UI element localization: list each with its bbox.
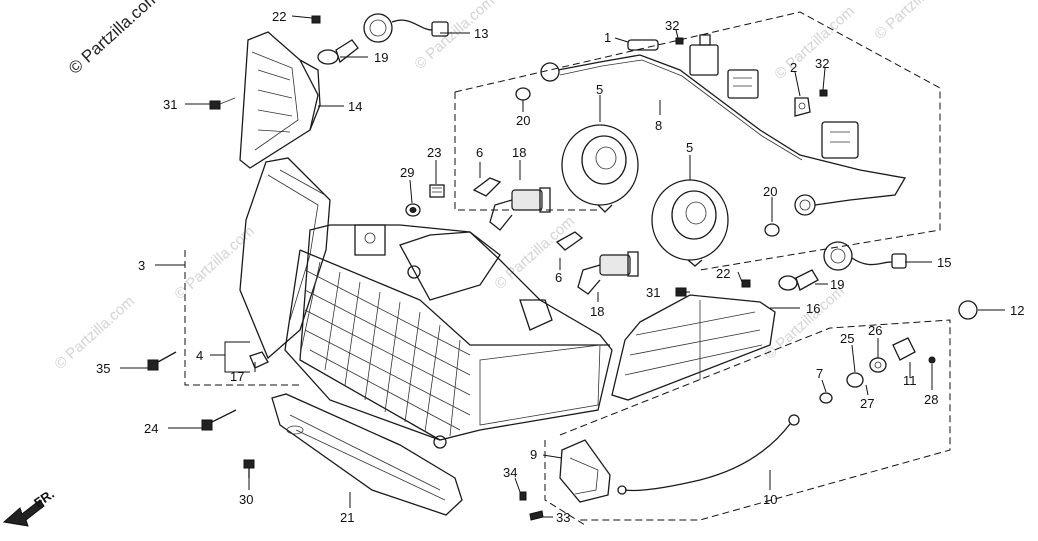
callout-20: 20	[516, 113, 530, 128]
position-bulb	[515, 87, 531, 101]
callout-21: 21	[340, 510, 354, 525]
callout-25: 25	[840, 331, 854, 346]
watermark-text: © Partzilla.com	[871, 0, 957, 43]
copyright-text: © Partzilla.com	[65, 0, 163, 78]
callout-15: 15	[937, 255, 951, 270]
adjuster-hardware	[846, 337, 936, 388]
turn-signal-bulb	[317, 39, 359, 65]
screw-icon	[741, 279, 751, 288]
callout-29: 29	[400, 165, 414, 180]
fuse-strip	[627, 39, 659, 51]
callout-31: 31	[163, 97, 177, 112]
screw-icon	[519, 491, 527, 501]
callout-30: 30	[239, 492, 253, 507]
callout-16: 16	[806, 301, 820, 316]
callout-32: 32	[665, 18, 679, 33]
wire-harness	[540, 34, 907, 216]
callout-19: 19	[830, 277, 844, 292]
harness-clamp	[794, 97, 811, 117]
callout-27: 27	[860, 396, 874, 411]
leader-lines	[120, 15, 1005, 518]
grommet	[405, 203, 421, 217]
headlight-dust-cover	[561, 124, 639, 213]
callout-28: 28	[924, 392, 938, 407]
callout-22: 22	[272, 9, 286, 24]
callout-34: 34	[503, 465, 517, 480]
adjuster-nut	[819, 392, 833, 404]
turn-signal-socket-harness	[823, 241, 907, 271]
bolt-icon	[201, 409, 237, 431]
callout-2: 2	[790, 60, 797, 75]
adjuster-bracket	[559, 439, 611, 503]
callout-1: 1	[604, 30, 611, 45]
front-direction-marker: FR.	[2, 486, 57, 527]
headlight-bulb	[489, 187, 551, 231]
callout-20: 20	[763, 184, 777, 199]
callout-13: 13	[474, 26, 488, 41]
callout-10: 10	[763, 492, 777, 507]
screw-icon	[529, 510, 544, 521]
callout-4: 4	[196, 348, 203, 363]
callout-9: 9	[530, 447, 537, 462]
callout-5: 5	[686, 140, 693, 155]
watermark-text: © Partzilla.com	[51, 293, 137, 373]
adjuster-cable	[617, 414, 800, 495]
bolt-icon	[209, 97, 236, 110]
callout-5: 5	[596, 82, 603, 97]
callout-24: 24	[144, 421, 158, 436]
bolt-icon	[147, 351, 177, 371]
o-ring	[958, 300, 978, 320]
callout-3: 3	[138, 258, 145, 273]
callout-31: 31	[646, 285, 660, 300]
retaining-clip	[555, 231, 584, 251]
screw-icon	[819, 89, 828, 97]
callout-11: 11	[903, 373, 917, 388]
callout-26: 26	[868, 323, 882, 338]
screw-icon	[675, 37, 684, 45]
left-turn-signal-lens	[239, 31, 321, 169]
headlight-housing	[284, 224, 613, 449]
retaining-clip	[472, 177, 502, 197]
watermark-text: © Partzilla.com	[761, 283, 847, 363]
headlight-dust-cover	[651, 179, 729, 267]
callout-6: 6	[476, 145, 483, 160]
callout-23: 23	[427, 145, 441, 160]
right-turn-signal-lens	[611, 294, 776, 401]
retaining-clip	[249, 351, 269, 369]
callout-12: 12	[1010, 303, 1024, 318]
callout-6: 6	[555, 270, 562, 285]
callout-18: 18	[512, 145, 526, 160]
position-bulb	[764, 223, 780, 237]
turn-signal-bulb	[778, 269, 819, 291]
callout-22: 22	[716, 266, 730, 281]
turn-signal-socket-harness	[363, 13, 449, 43]
headlight-lens	[239, 157, 331, 360]
callout-7: 7	[816, 366, 823, 381]
assembly-outline-boxes	[184, 11, 951, 526]
headlight-bulb	[577, 251, 639, 295]
callout-14: 14	[348, 99, 362, 114]
lower-trim-panel	[271, 393, 463, 516]
screw-icon	[311, 15, 321, 24]
callout-17: 17	[230, 369, 244, 384]
callout-labels: 22 19 13 31 14 1 32 2 32 8 20 5 5 6 18 2…	[96, 9, 1024, 525]
callout-19: 19	[374, 50, 388, 65]
callout-32: 32	[815, 56, 829, 71]
callout-33: 33	[556, 510, 570, 525]
callout-8: 8	[655, 118, 662, 133]
callout-35: 35	[96, 361, 110, 376]
callout-18: 18	[590, 304, 604, 319]
bolt-icon	[243, 459, 255, 478]
connector-clip	[429, 184, 445, 198]
